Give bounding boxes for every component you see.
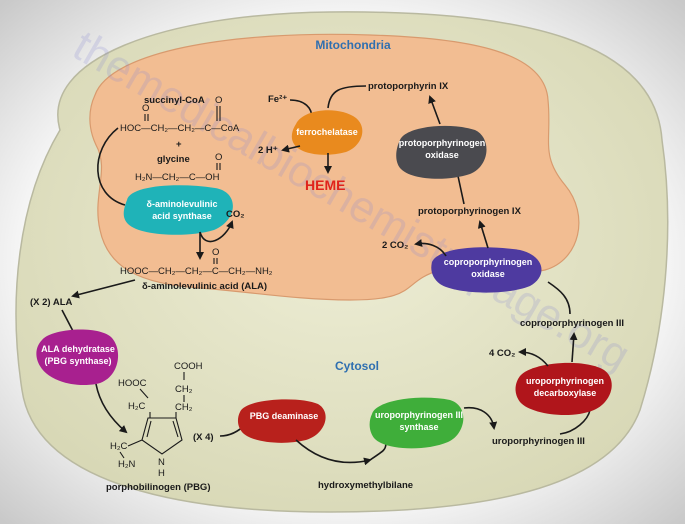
uroporphyrinogen-decarboxylase-label-1: uroporphyrinogen <box>526 376 604 386</box>
ala-dehydratase-label-2: (PBG synthase) <box>44 356 111 366</box>
two-h-label: 2 H⁺ <box>258 145 278 156</box>
protoporphyrinogen-oxidase-label-2: oxidase <box>425 150 459 160</box>
proto-oxidase-product-arrow <box>428 95 441 125</box>
pbg-deaminase-label: PBG deaminase <box>250 411 319 421</box>
deaminase-product-arrow <box>295 439 372 466</box>
hmb-to-synthase-arrow <box>369 443 387 461</box>
pbg-n: N <box>158 457 165 468</box>
ala-formula: HOOC—CH₂—CH₂—C—CH₂—NH₂ <box>120 266 273 277</box>
pbg-h2c-b: H₂C <box>110 441 128 452</box>
ala-synthase-enzyme[interactable] <box>123 185 233 235</box>
carbonyl-o-2: O <box>215 95 222 106</box>
protoporphyrinogen-ix-label: protoporphyrinogen IX <box>418 206 522 217</box>
pbg-ch2-a: CH₂ <box>175 384 193 395</box>
uroporphyrinogen-synthase-label-2: synthase <box>399 422 438 432</box>
coproporphyrinogen-iii-label: coproporphyrinogen III <box>520 318 624 329</box>
fe2-label: Fe²⁺ <box>268 94 287 105</box>
ala-to-dehydratase-arrow <box>61 309 75 334</box>
protoporphyrin-to-ferrochelatase-arrow <box>327 85 367 109</box>
two-co2-arrow <box>414 239 447 257</box>
two-co2-label: 2 CO₂ <box>382 240 408 251</box>
heme-label: HEME <box>305 177 345 193</box>
decarboxylase-product-arrow <box>569 332 578 363</box>
four-co2-arrow <box>518 348 549 367</box>
four-co2-label: 4 CO₂ <box>489 348 515 359</box>
copro-oxidase-product-arrow <box>477 220 489 249</box>
pbg-hooc: HOOC <box>118 378 147 389</box>
pbg-h: H <box>158 468 165 479</box>
pyrrole-double-2 <box>172 420 179 438</box>
pbg-bond-3 <box>139 388 149 399</box>
ferrochelatase-enzyme[interactable] <box>291 110 363 155</box>
ala-synthase-label-2: acid synthase <box>152 211 212 221</box>
synthase-product-arrow <box>463 406 498 430</box>
pbg-bond-6 <box>127 439 143 447</box>
ferrochelatase-label: ferrochelatase <box>296 127 358 137</box>
pbg-cooh: COOH <box>174 361 203 372</box>
uroporphyrinogen-decarboxylase-label-2: decarboxylase <box>534 388 597 398</box>
substrate-arrow <box>97 127 126 206</box>
protoporphyrin-ix-label: protoporphyrin IX <box>368 81 449 92</box>
proto-to-oxidase-arrow <box>457 175 465 205</box>
x4-label: (X 4) <box>193 432 214 443</box>
pbg-deaminase-enzyme[interactable] <box>237 399 326 443</box>
pbg-h2n: H₂N <box>118 459 136 470</box>
ala-dehydratase-label-1: ALA dehydratase <box>41 344 115 354</box>
uroporphyrinogen-synthase-enzyme[interactable] <box>369 397 464 449</box>
pbg-bond-7 <box>119 451 125 459</box>
ala-name-label: δ-aminolevulinic acid (ALA) <box>142 281 267 292</box>
coproporphyrinogen-oxidase-label-1: coproporphyrinogen <box>444 257 533 267</box>
pbg-ch2-b: CH₂ <box>175 402 193 413</box>
carbonyl-o-3: O <box>215 152 222 163</box>
succinyl-coa-label: succinyl-CoA <box>144 95 205 106</box>
x2-ala-label: (X 2) ALA <box>30 297 73 308</box>
protoporphyrinogen-oxidase-label-1: protoporphyrinogen <box>399 138 486 148</box>
uroporphyrinogen-synthase-label-1: uroporphyrinogen III <box>375 410 463 420</box>
carbonyl-o-1: O <box>142 103 149 114</box>
two-h-arrow <box>281 144 301 153</box>
co2-label: CO₂ <box>226 209 244 220</box>
mitochondria-label: Mitochondria <box>315 38 391 52</box>
glycine-label: glycine <box>157 154 190 165</box>
plus-sign: + <box>176 139 182 150</box>
protoporphyrinogen-oxidase-enzyme[interactable] <box>396 125 487 179</box>
coproporphyrinogen-oxidase-label-2: oxidase <box>471 269 505 279</box>
dehydratase-product-arrow <box>95 383 128 434</box>
pbg-name-label: porphobilinogen (PBG) <box>106 482 210 493</box>
ala-dehydratase-enzyme[interactable] <box>36 329 119 386</box>
glycine-formula: H₂N—CH₂—C—OH <box>135 172 220 183</box>
pbg-h2c: H₂C <box>128 401 146 412</box>
copro-to-oxidase-arrow <box>547 281 571 315</box>
succinyl-coa-formula: HOC—CH₂—CH₂—C—CoA <box>120 123 240 134</box>
co2-arrow <box>199 220 234 243</box>
uroporphyrinogen-decarboxylase-enzyme[interactable] <box>515 362 612 416</box>
uroporphyrinogen-iii-label: uroporphyrinogen III <box>492 436 585 447</box>
hydroxymethylbilane-label: hydroxymethylbilane <box>318 480 413 491</box>
carbonyl-o-4: O <box>212 247 219 258</box>
ala-export-arrow <box>71 279 136 299</box>
pyrrole-ring <box>141 417 183 455</box>
coproporphyrinogen-oxidase-enzyme[interactable] <box>431 247 542 293</box>
cytosol-label: Cytosol <box>335 359 379 373</box>
uro-to-decarboxylase-arrow <box>559 409 591 435</box>
pyrrole-double-1 <box>146 420 152 438</box>
ala-synthase-label-1: δ-aminolevulinic <box>147 199 218 209</box>
